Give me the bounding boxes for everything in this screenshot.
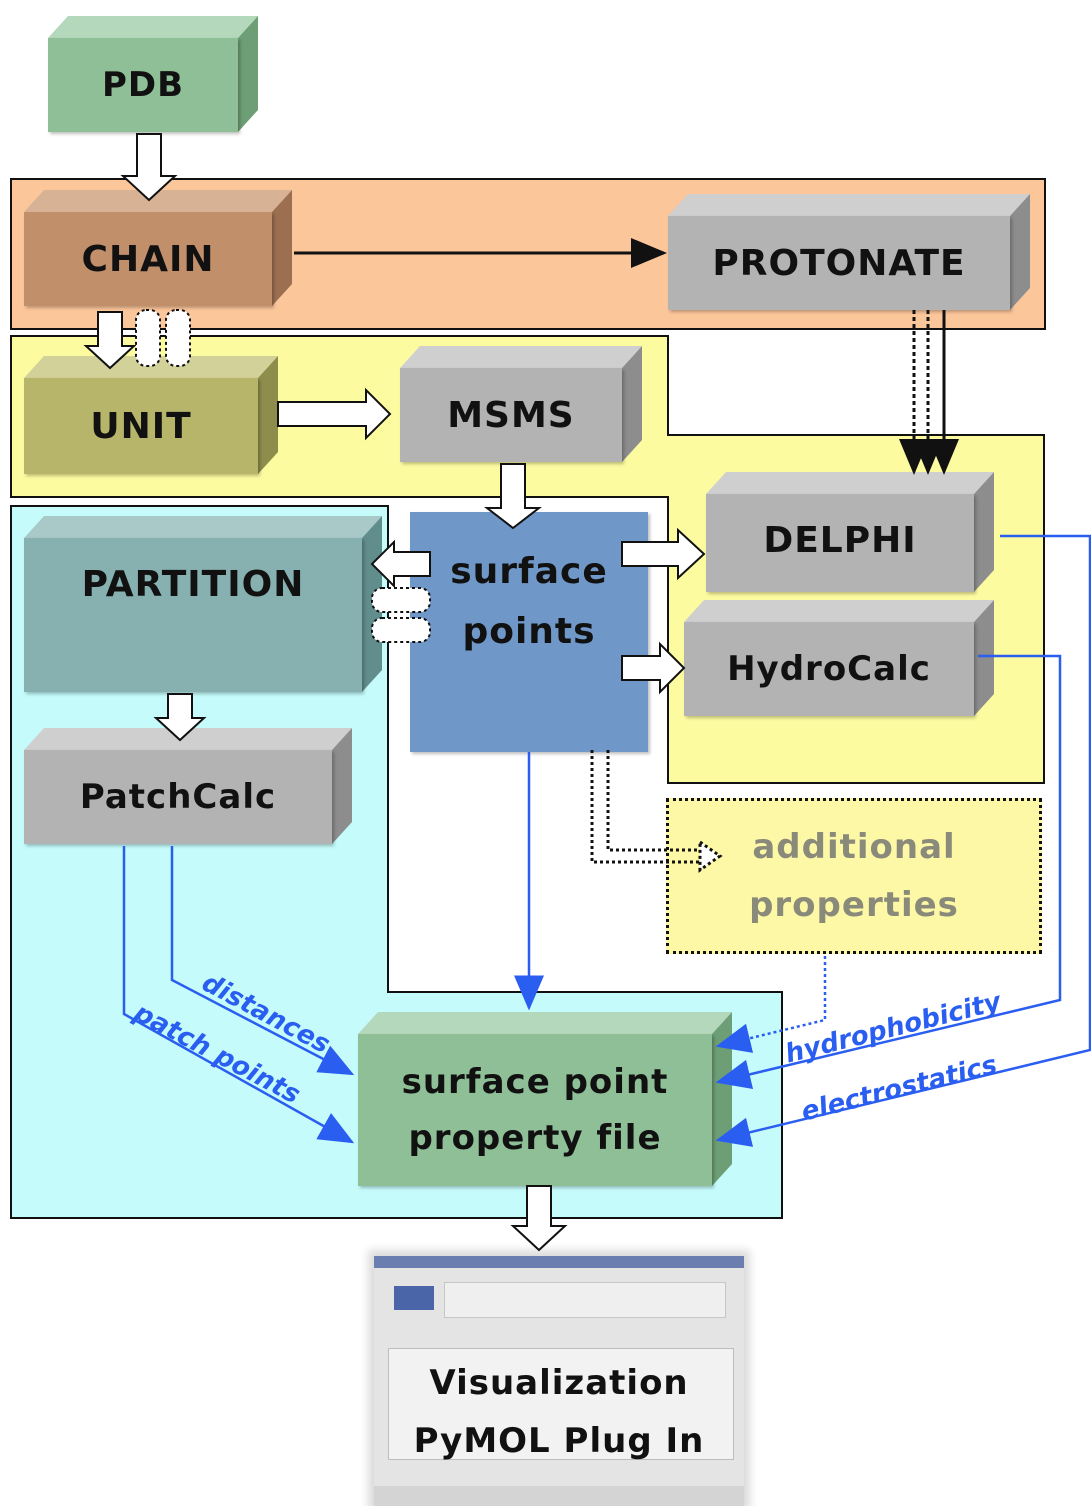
msms-3d-shape: [400, 346, 642, 462]
spf-label-1: surface point: [401, 1062, 669, 1102]
patchcalc-node: PatchCalc: [24, 728, 352, 844]
unit-label: UNIT: [90, 405, 192, 447]
plugin-form-area: [388, 1348, 734, 1460]
pymol-plugin-label: PyMOL Plug In: [413, 1421, 705, 1461]
msms-node: MSMS: [400, 346, 642, 462]
patchcalc-label: PatchCalc: [79, 777, 277, 817]
additional-label-1: additional: [752, 827, 956, 867]
protonate-3d-shape: [668, 194, 1030, 310]
surface-points-label-1: surface: [450, 551, 608, 592]
pymol-plugin-screenshot: Visualization PyMOL Plug In: [374, 1256, 744, 1506]
partition-label: PARTITION: [81, 564, 305, 605]
unit-node: UNIT: [24, 356, 278, 474]
plugin-bottom-bar: [374, 1486, 744, 1506]
visualization-label: Visualization: [429, 1363, 689, 1403]
surface-point-property-file-node: surface point property file: [358, 1012, 732, 1186]
protonate-label: PROTONATE: [712, 242, 966, 284]
plugin-titlebar: [374, 1256, 744, 1268]
delphi-label: DELPHI: [763, 520, 917, 561]
delphi-node: DELPHI: [706, 472, 994, 592]
protonate-node: PROTONATE: [668, 194, 1030, 310]
hydrocalc-node: HydroCalc: [684, 600, 994, 716]
partition-node: PARTITION: [24, 516, 382, 692]
additional-label-2: properties: [749, 885, 959, 925]
hydrocalc-label: HydroCalc: [727, 649, 931, 689]
plugin-logo-icon: [394, 1286, 434, 1310]
surface-points-label-2: points: [462, 611, 596, 652]
additional-properties-node: additional properties: [666, 798, 1042, 954]
pdb-3d-shape: [48, 16, 258, 132]
msms-label: MSMS: [447, 394, 575, 436]
chain-node: CHAIN: [24, 190, 292, 306]
patchcalc-3d-shape: [24, 728, 352, 844]
chain-label: CHAIN: [81, 238, 215, 280]
surface-points-node: surface points: [410, 512, 648, 752]
plugin-header-area: [444, 1282, 726, 1318]
pdb-node: PDB: [48, 16, 258, 132]
pdb-label: PDB: [101, 65, 185, 105]
spf-label-2: property file: [408, 1118, 662, 1158]
